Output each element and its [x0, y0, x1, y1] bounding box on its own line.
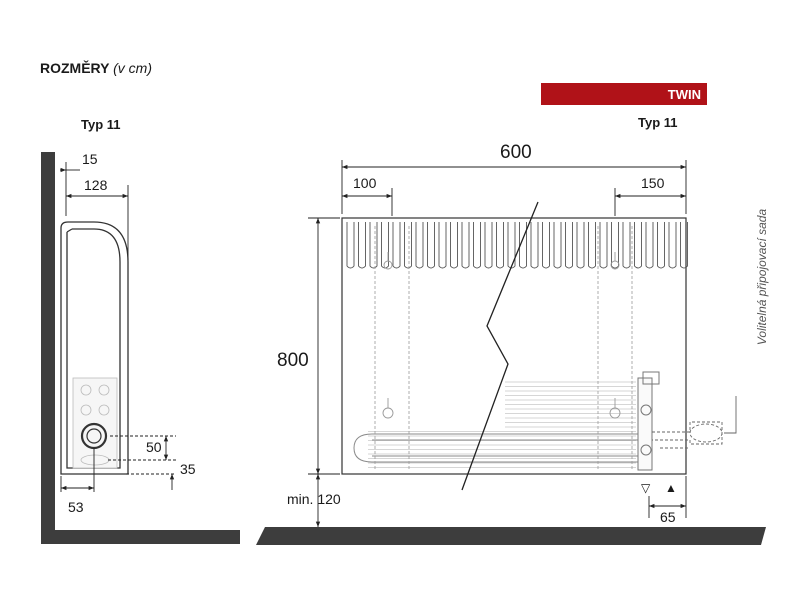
break-line [461, 201, 539, 491]
grille-slot [438, 222, 447, 269]
dim-height: 800 [277, 350, 309, 371]
grille-slot [415, 222, 424, 269]
grille-slot [358, 222, 366, 269]
grille-slot [680, 222, 688, 269]
dim-width: 600 [500, 142, 532, 163]
front-view-dimension-lines [308, 160, 687, 527]
mounting-brackets [374, 226, 633, 470]
dim-wall-gap: 15 [82, 151, 98, 167]
grille-slot [473, 222, 481, 269]
dim-right-bracket: 150 [641, 175, 665, 191]
side-view-radiator [60, 221, 129, 475]
heating-pipes [353, 433, 642, 463]
dim-pipe-height: 50 [146, 439, 162, 455]
grille-slot [530, 222, 539, 269]
grille-slot [404, 222, 412, 269]
grille-slot [599, 222, 608, 269]
page-title: ROZMĚRY (v cm) [40, 61, 152, 75]
valve-assembly [637, 371, 660, 471]
grille-slot [542, 222, 550, 269]
dim-depth: 128 [84, 177, 108, 193]
side-view-dimension-lines [60, 162, 176, 492]
grille-slot [496, 222, 504, 269]
flow-marker-icon: ▲ [665, 481, 677, 495]
twin-badge: TWIN [541, 83, 707, 105]
grille-slot [668, 222, 677, 269]
convector-fins [368, 381, 636, 468]
grille-slot [553, 222, 562, 269]
grille-slot [622, 222, 631, 269]
optional-connection-kit [652, 396, 737, 449]
front-view-type-label: Typ 11 [638, 115, 678, 130]
dim-floor-clearance: min. 120 [287, 491, 341, 507]
dim-pipe-spacing: 35 [180, 461, 196, 477]
grille-slot [346, 222, 355, 269]
grille-slot [588, 222, 596, 269]
grille-slot [369, 222, 378, 269]
optional-kit-label-text: Volitelná připojovací sada [755, 208, 769, 346]
grille-slot [634, 222, 642, 269]
grille-slot [565, 222, 573, 269]
dim-floor-offset: 53 [68, 499, 84, 515]
grille-slot [519, 222, 527, 269]
dim-left-bracket: 100 [353, 175, 377, 191]
dim-connection-offset: 65 [660, 509, 676, 525]
grille-slot [450, 222, 458, 269]
grille-slot [484, 222, 493, 269]
grille-slot [427, 222, 435, 269]
keyhole-hangers [382, 252, 621, 419]
return-marker-icon: ▽ [641, 481, 651, 495]
title-text: ROZMĚRY [40, 60, 110, 76]
grille-slot [576, 222, 585, 269]
grille-slot [657, 222, 665, 269]
front-view-radiator [341, 217, 688, 475]
grille-slot [461, 222, 470, 269]
front-view-floor [256, 527, 766, 545]
grille-slot [392, 222, 401, 269]
top-convector-grille [346, 222, 688, 269]
side-view-type-label: Typ 11 [81, 117, 121, 132]
side-view-wall [41, 152, 240, 544]
title-unit: (v cm) [113, 60, 153, 76]
grille-slot [645, 222, 654, 269]
